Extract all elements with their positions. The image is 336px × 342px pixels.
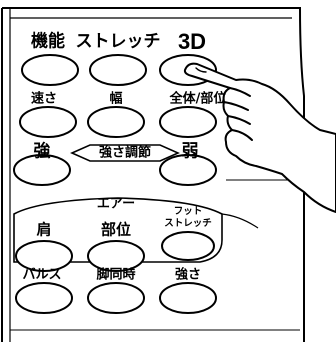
label-kinou: 機能 xyxy=(31,31,65,52)
button-air-bui[interactable] xyxy=(87,240,145,272)
label-hayasa: 速さ xyxy=(30,91,58,107)
air-group-frame xyxy=(13,197,223,263)
button-kinou[interactable] xyxy=(21,54,79,86)
hand-pressing-icon xyxy=(183,62,336,213)
label-foot: フット xyxy=(173,205,203,217)
label-stretch: ストレッチ xyxy=(75,31,161,52)
label-strength-adjust: 強さ調節 xyxy=(98,145,152,161)
label-3d: 3D xyxy=(177,29,207,54)
label-haba: 幅 xyxy=(109,91,123,107)
label-air-bui: 部位 xyxy=(100,220,132,239)
label-zentai-bui: 全体/部位 xyxy=(169,91,227,107)
label-strong: 強 xyxy=(33,141,51,162)
label-pulse: パルス xyxy=(22,267,62,283)
label-foot-stretch: ストレッチ xyxy=(164,217,212,229)
button-shoulder[interactable] xyxy=(15,240,73,272)
button-weak[interactable] xyxy=(159,154,217,186)
button-foot-stretch[interactable] xyxy=(161,231,215,261)
button-stretch[interactable] xyxy=(89,54,147,86)
button-hayasa[interactable] xyxy=(19,106,77,138)
label-air-group: エアー xyxy=(96,196,136,212)
label-leg-simul: 脚同時 xyxy=(96,267,136,283)
label-shoulder: 肩 xyxy=(36,220,52,239)
label-weak: 弱 xyxy=(181,141,199,162)
button-haba[interactable] xyxy=(87,106,145,138)
button-zentai-bui[interactable] xyxy=(159,106,217,138)
button-leg-simul[interactable] xyxy=(87,282,145,314)
button-strength[interactable] xyxy=(159,282,217,314)
button-strong[interactable] xyxy=(13,154,71,186)
button-pulse[interactable] xyxy=(15,282,73,314)
label-strength: 強さ xyxy=(174,267,202,283)
